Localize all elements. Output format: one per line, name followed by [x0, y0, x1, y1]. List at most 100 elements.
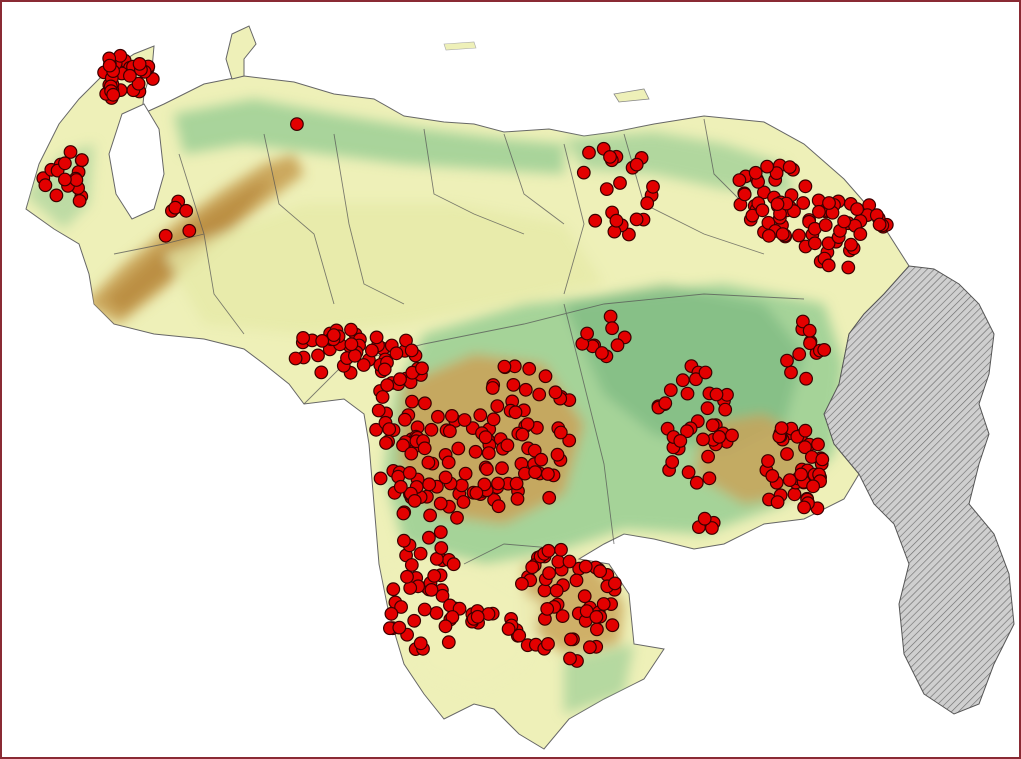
occurrence-point	[132, 57, 147, 71]
occurrence-point	[541, 637, 555, 651]
occurrence-point	[815, 452, 830, 467]
occurrence-point	[528, 465, 543, 480]
occurrence-point	[470, 609, 485, 624]
occurrence-point	[497, 359, 512, 374]
occurrence-point	[326, 328, 341, 343]
occurrence-point	[596, 597, 611, 611]
occurrence-point	[675, 373, 690, 388]
occurrence-points	[36, 48, 894, 668]
occurrence-point	[608, 576, 622, 591]
occurrence-point	[382, 422, 397, 437]
occurrence-point	[495, 461, 509, 476]
occurrence-point	[457, 413, 472, 427]
occurrence-point	[555, 609, 570, 623]
occurrence-point	[541, 543, 556, 558]
occurrence-point	[762, 228, 776, 243]
occurrence-point	[396, 506, 411, 521]
occurrence-point	[589, 610, 604, 624]
occurrence-point	[702, 471, 717, 486]
occurrence-point	[404, 558, 419, 572]
occurrence-point	[356, 358, 371, 372]
occurrence-point	[680, 424, 694, 439]
occurrence-point	[441, 635, 456, 650]
occurrence-point	[673, 434, 688, 448]
occurrence-point	[549, 583, 564, 598]
occurrence-point	[797, 500, 811, 515]
occurrence-point	[451, 441, 466, 456]
occurrence-point	[532, 387, 547, 402]
occurrence-point	[770, 197, 785, 212]
occurrence-point	[737, 187, 752, 202]
occurrence-point	[712, 430, 727, 444]
occurrence-point	[438, 619, 453, 634]
occurrence-point	[490, 399, 505, 414]
occurrence-point	[782, 473, 797, 488]
occurrence-point	[576, 165, 591, 180]
occurrence-point	[792, 347, 807, 362]
occurrence-point	[748, 165, 763, 180]
occurrence-point	[435, 588, 450, 603]
occurrence-point	[344, 322, 358, 337]
occurrence-point	[58, 156, 72, 171]
occurrence-point	[393, 479, 408, 494]
occurrence-point	[477, 477, 492, 492]
occurrence-point	[394, 600, 409, 614]
occurrence-point	[404, 446, 419, 461]
occurrence-point	[371, 403, 386, 418]
occurrence-point	[774, 421, 789, 436]
occurrence-point	[765, 469, 780, 483]
occurrence-point	[689, 475, 704, 490]
occurrence-point	[798, 423, 813, 438]
occurrence-point	[629, 157, 644, 172]
occurrence-point	[665, 455, 680, 469]
occurrence-point	[158, 228, 173, 243]
occurrence-point	[501, 622, 516, 636]
occurrence-point	[817, 343, 832, 357]
occurrence-point	[780, 353, 794, 368]
occurrence-point	[837, 214, 851, 229]
relief-base	[25, 25, 910, 750]
occurrence-point	[792, 228, 806, 243]
occurrence-point	[689, 372, 703, 387]
occurrence-point	[379, 436, 393, 450]
occurrence-point	[554, 542, 568, 557]
occurrence-point	[443, 424, 457, 439]
occurrence-point	[398, 412, 412, 427]
occurrence-point	[315, 334, 330, 348]
occurrence-point	[113, 48, 128, 63]
occurrence-point	[506, 378, 521, 392]
occurrence-point	[491, 476, 505, 491]
occurrence-point	[760, 159, 774, 174]
occurrence-point	[578, 559, 593, 574]
occurrence-point	[434, 541, 449, 555]
occurrence-point	[515, 576, 529, 591]
occurrence-point	[562, 433, 577, 448]
occurrence-point	[696, 432, 710, 447]
occurrence-point	[799, 371, 813, 386]
occurrence-point	[550, 447, 565, 462]
occurrence-point	[603, 149, 617, 164]
occurrence-point	[698, 365, 713, 380]
occurrence-point	[583, 640, 597, 655]
occurrence-point	[850, 202, 864, 217]
occurrence-point	[63, 145, 78, 159]
occurrence-point	[441, 455, 456, 470]
occurrence-point	[697, 511, 712, 526]
occurrence-point	[841, 260, 856, 275]
occurrence-point	[542, 490, 557, 505]
occurrence-point	[424, 422, 439, 437]
occurrence-point	[605, 618, 620, 633]
occurrence-point	[445, 409, 459, 423]
occurrence-point	[548, 385, 563, 400]
occurrence-point	[74, 153, 89, 168]
occurrence-point	[373, 471, 388, 486]
occurrence-point	[509, 476, 524, 491]
occurrence-point	[755, 203, 770, 218]
occurrence-point	[179, 203, 194, 218]
occurrence-point	[480, 462, 494, 477]
occurrence-point	[311, 348, 325, 363]
occurrence-point	[422, 477, 437, 492]
occurrence-point	[415, 361, 429, 376]
occurrence-point	[541, 467, 555, 481]
occurrence-point	[72, 193, 87, 208]
